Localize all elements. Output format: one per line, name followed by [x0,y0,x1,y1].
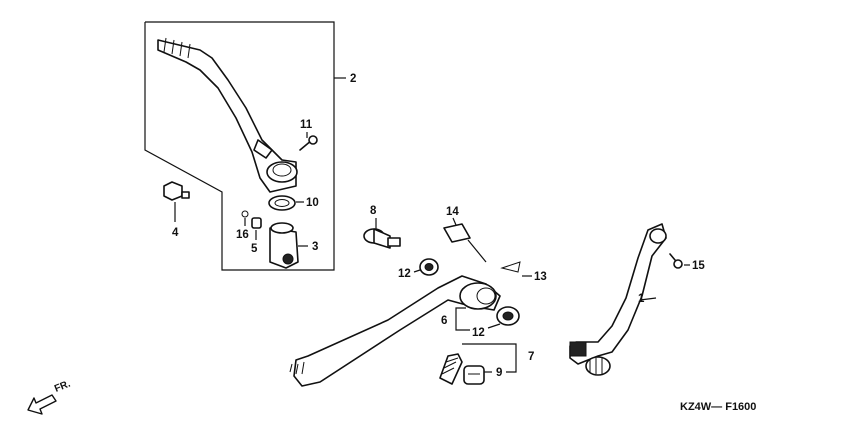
cotter-pin-13 [500,261,532,277]
callout-2: 2 [350,73,356,85]
rubber-cap-9 [463,365,492,385]
gearshift-pedal [569,223,667,376]
callout-14: 14 [446,206,459,218]
callout-16: 16 [236,229,249,241]
kick-starter-group-outline [144,21,346,271]
callout-13: 13 [534,271,547,283]
clip-16 [241,210,249,226]
brake-pedal [289,275,501,387]
front-direction-indicator: FR. [27,378,72,415]
bearing-12-left [413,258,439,276]
diagram-code: KZ4W— F1600 [680,401,756,413]
front-arrow-icon [27,394,57,415]
front-label: FR. [53,378,72,394]
spring-5 [251,217,262,240]
bolt-15 [669,253,690,269]
kick-starter-arm [157,37,298,193]
callout-12-left: 12 [398,268,411,280]
bolt-4 [163,181,190,222]
callout-5: 5 [251,243,258,255]
callout-7: 7 [528,351,534,363]
callout-3: 3 [312,241,318,253]
callout-10: 10 [306,197,319,209]
callout-bracket-6 [455,307,470,331]
callout-11: 11 [300,119,313,131]
washer-10 [268,195,304,211]
bolt-11 [299,132,318,151]
callout-8: 8 [370,205,377,217]
callout-9: 9 [496,367,502,379]
callout-4: 4 [172,227,179,239]
callout-bracket-7 [462,343,517,373]
pivot-bolt-8 [363,218,401,249]
callout-1: 1 [638,293,645,305]
callout-6: 6 [441,315,447,327]
bearing-12-right [487,306,520,329]
return-spring [439,353,463,385]
callout-12-right: 12 [472,327,485,339]
kick-spindle-3 [269,222,308,269]
callout-15: 15 [692,260,705,272]
spring-bracket-14 [443,217,487,263]
